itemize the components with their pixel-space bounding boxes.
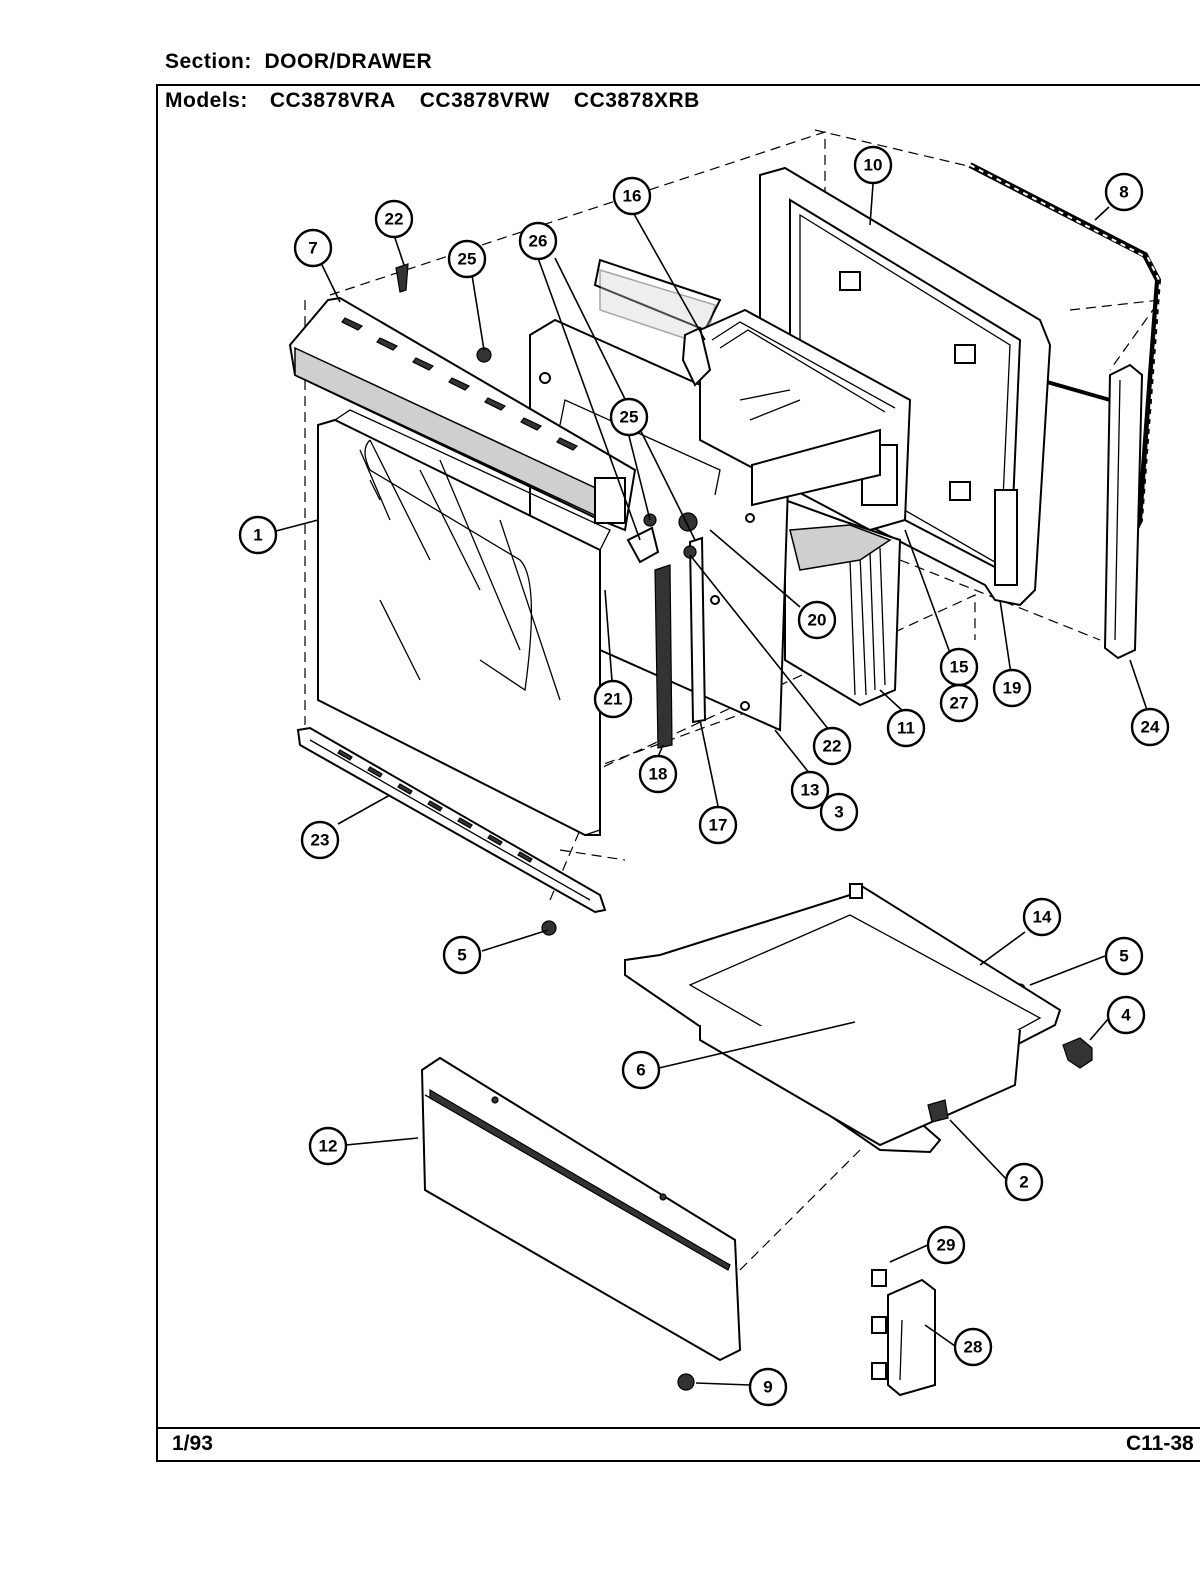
callout-7: 7 [293, 228, 333, 268]
callout-8-label: 8 [1119, 183, 1128, 202]
callout-14-label: 14 [1033, 908, 1052, 927]
section-label: Section: [165, 50, 252, 73]
callout-16: 16 [612, 176, 652, 216]
callout-22-top: 22 [374, 199, 414, 239]
callout-8: 8 [1104, 172, 1144, 212]
callout-21-label: 21 [604, 690, 623, 709]
hinge-channel-part [654, 536, 707, 749]
glass-pack-part [699, 308, 912, 532]
callout-25-top: 25 [447, 239, 487, 279]
callout-5-label: 5 [1119, 947, 1128, 966]
callout-27: 27 [939, 683, 979, 723]
callout-9: 9 [748, 1367, 788, 1407]
models-heading: Models: CC3878VRA CC3878VRW CC3878XRB [165, 89, 724, 113]
callout-12-label: 12 [319, 1137, 338, 1156]
callout-25-mid: 25 [609, 397, 649, 437]
callout-19-label: 19 [1003, 679, 1022, 698]
section-value: DOOR/DRAWER [264, 50, 433, 73]
callout-22-label: 22 [823, 737, 842, 756]
callout-5-right: 5 [1104, 936, 1144, 976]
drawer-glide-part [927, 1037, 1093, 1123]
callout-24-label: 24 [1141, 718, 1160, 737]
footer-date: 1/93 [172, 1432, 213, 1455]
bottom-trim-part [296, 726, 607, 914]
callout-23-label: 23 [311, 831, 330, 850]
callout-29: 29 [926, 1225, 966, 1265]
callout-17-label: 17 [709, 816, 728, 835]
outer-glass-door-part [317, 409, 611, 836]
callout-11: 11 [886, 708, 926, 748]
callout-26-label: 26 [529, 232, 548, 251]
callout-21: 21 [593, 679, 633, 719]
callout-2: 2 [1004, 1162, 1044, 1202]
callout-5-left: 5 [442, 935, 482, 975]
callout-2-label: 2 [1019, 1173, 1028, 1192]
callout-20-label: 20 [808, 611, 827, 630]
footer-page-code: C11-38 [1126, 1432, 1194, 1455]
side-trim-part [1103, 363, 1144, 660]
callout-16-label: 16 [623, 187, 642, 206]
vent-trim-part [288, 296, 637, 532]
callout-23: 23 [300, 820, 340, 860]
callout-11-label: 11 [897, 719, 915, 738]
model-number: CC3878VRW [419, 89, 550, 112]
callout-24: 24 [1130, 707, 1170, 747]
callout-22-lower: 22 [812, 726, 852, 766]
fasteners-part [395, 263, 1026, 1391]
callout-6: 6 [621, 1050, 661, 1090]
callout-7-label: 7 [308, 239, 317, 258]
callout-13-label: 13 [801, 781, 820, 800]
model-number: CC3878XRB [573, 89, 700, 112]
callout-20: 20 [797, 600, 837, 640]
section-heading: Section: DOOR/DRAWER [165, 50, 432, 74]
callout-27-label: 27 [950, 694, 969, 713]
drawer-front-part [420, 1056, 742, 1362]
callout-4-label: 4 [1121, 1006, 1131, 1025]
drawer-tub-part [624, 883, 1062, 1154]
callout-13: 13 [790, 770, 830, 810]
callout-28-label: 28 [964, 1338, 983, 1357]
callout-9-label: 9 [763, 1378, 772, 1397]
callout-18-label: 18 [649, 765, 668, 784]
callout-1: 1 [238, 515, 278, 555]
callout-28: 28 [953, 1327, 993, 1367]
callout-19: 19 [992, 668, 1032, 708]
diagram-frame [156, 84, 1200, 1462]
callout-14: 14 [1022, 897, 1062, 937]
callout-25-label: 25 [620, 408, 639, 427]
callout-29-label: 29 [937, 1236, 956, 1255]
bracket-16-part [681, 326, 712, 387]
callout-25-label: 25 [458, 250, 477, 269]
callout-12: 12 [308, 1126, 348, 1166]
callout-1-label: 1 [253, 526, 262, 545]
callout-18: 18 [638, 754, 678, 794]
callout-10: 10 [853, 145, 893, 185]
leader-lines [275, 183, 1149, 1386]
callout-3: 3 [819, 792, 859, 832]
callout-17: 17 [698, 805, 738, 845]
model-number: CC3878VRA [269, 89, 396, 112]
callout-15-label: 15 [950, 658, 969, 677]
callout-10-label: 10 [864, 156, 883, 175]
callout-3-label: 3 [834, 803, 843, 822]
callout-15: 15 [939, 647, 979, 687]
callout-22-label: 22 [385, 210, 404, 229]
callout-5-label: 5 [457, 946, 466, 965]
callout-4: 4 [1106, 995, 1146, 1035]
models-label: Models: [165, 89, 248, 112]
callout-26: 26 [518, 221, 558, 261]
footer-divider [156, 1427, 1200, 1429]
drawer-end-cap-part [871, 1269, 936, 1397]
callout-6-label: 6 [636, 1061, 645, 1080]
